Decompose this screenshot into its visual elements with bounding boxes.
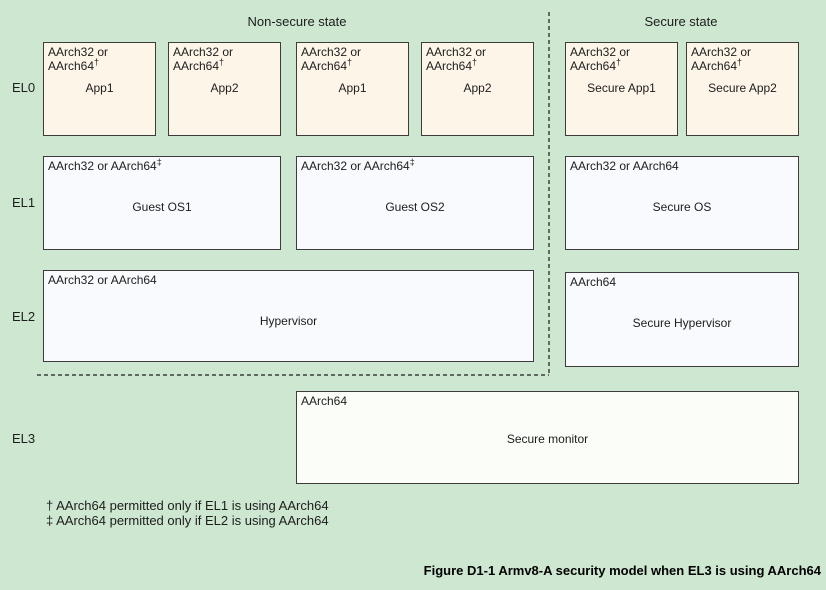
footnote-dagger: † AArch64 permitted only if EL1 is using… (46, 498, 329, 513)
box-guest-os2: AArch32 or AArch64‡ Guest OS2 (296, 156, 534, 250)
el2-label: EL2 (12, 309, 36, 324)
arch-label: AArch32 or AArch64 (48, 273, 157, 287)
figure-caption: Figure D1-1 Armv8-A security model when … (423, 563, 821, 578)
box-guest-os1: AArch32 or AArch64‡ Guest OS1 (43, 156, 281, 250)
box-app1-vm2: AArch32 or AArch64† App1 (296, 42, 409, 136)
box-name: App1 (85, 81, 114, 95)
dagger-marker: † (737, 57, 743, 67)
arch-label: AArch32 or AArch64‡ (301, 157, 415, 174)
secure-state-header: Secure state (644, 14, 718, 29)
box-name: Guest OS2 (385, 200, 445, 214)
box-secure-hypervisor: AArch64 Secure Hypervisor (565, 272, 799, 367)
box-name: Secure OS (652, 200, 712, 214)
footnote-double-dagger: ‡ AArch64 permitted only if EL2 is using… (46, 513, 329, 528)
el3-label: EL3 (12, 431, 36, 446)
box-name: Secure Hypervisor (632, 316, 732, 330)
box-name: App2 (210, 81, 239, 95)
box-hypervisor: AArch32 or AArch64 Hypervisor (43, 270, 534, 362)
arch-label: AArch32 or AArch64† (48, 45, 109, 73)
el1-label: EL1 (12, 195, 36, 210)
dagger-marker: † (472, 57, 478, 67)
arch-label: AArch32 or AArch64† (426, 45, 487, 73)
dagger-marker: † (94, 57, 100, 67)
non-secure-state-header: Non-secure state (247, 14, 347, 29)
box-secure-app1: AArch32 or AArch64† Secure App1 (565, 42, 678, 136)
arch-label: AArch32 or AArch64 (570, 159, 679, 173)
box-name: Secure App1 (587, 81, 656, 95)
box-app2-vm1: AArch32 or AArch64† App2 (168, 42, 281, 136)
box-secure-app2: AArch32 or AArch64† Secure App2 (686, 42, 799, 136)
el2-el3-divider-horizontal-dashed-line (37, 374, 549, 376)
dagger-marker: † (616, 57, 622, 67)
box-name: App1 (338, 81, 367, 95)
box-name: Guest OS1 (132, 200, 192, 214)
arch-label: AArch32 or AArch64‡ (48, 157, 162, 174)
arch-label: AArch32 or AArch64† (691, 45, 752, 73)
box-app2-vm2: AArch32 or AArch64† App2 (421, 42, 534, 136)
state-divider-vertical-dashed-line (548, 12, 550, 376)
box-name: App2 (463, 81, 492, 95)
double-dagger-marker: ‡ (409, 157, 415, 167)
arch-label: AArch64 (301, 394, 348, 408)
arch-label: AArch32 or AArch64† (301, 45, 362, 73)
double-dagger-marker: ‡ (156, 157, 162, 167)
arch-label: AArch64 (570, 275, 617, 289)
box-app1-vm1: AArch32 or AArch64† App1 (43, 42, 156, 136)
arch-label: AArch32 or AArch64† (173, 45, 234, 73)
box-secure-monitor: AArch64 Secure monitor (296, 391, 799, 484)
box-name: Secure monitor (506, 432, 589, 446)
box-secure-os: AArch32 or AArch64 Secure OS (565, 156, 799, 250)
box-name: Hypervisor (259, 314, 318, 328)
dagger-marker: † (219, 57, 225, 67)
dagger-marker: † (347, 57, 353, 67)
arch-label: AArch32 or AArch64† (570, 45, 631, 73)
el0-label: EL0 (12, 80, 36, 95)
box-name: Secure App2 (708, 81, 777, 95)
